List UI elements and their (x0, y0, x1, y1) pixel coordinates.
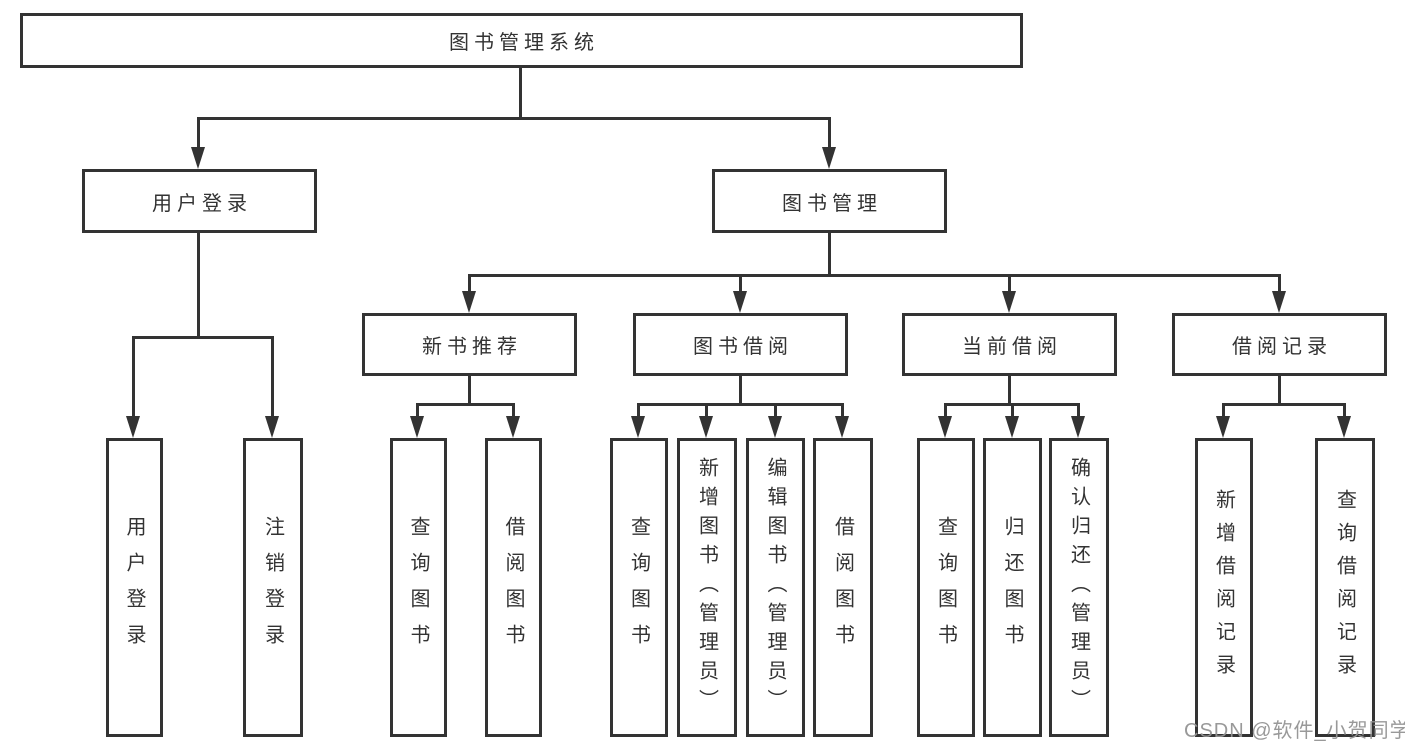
connector-branch (416, 403, 515, 406)
connector-drop (637, 403, 640, 417)
connector-stem (468, 376, 471, 406)
connector-drop (468, 274, 471, 292)
connector-drop (1278, 274, 1281, 292)
connector-drop (774, 403, 777, 417)
arrow-down-icon (506, 416, 520, 438)
arrow-down-icon (191, 147, 205, 169)
arrow-down-icon (126, 416, 140, 438)
connector-drop (132, 336, 135, 417)
arrow-down-icon (768, 416, 782, 438)
connector-drop (841, 403, 844, 417)
node-leaf-add-borrow-record: 新增借阅记录 (1195, 438, 1253, 737)
arrow-down-icon (1337, 416, 1351, 438)
connector-stem (828, 233, 831, 277)
arrow-down-icon (631, 416, 645, 438)
connector-stem (1278, 376, 1281, 406)
node-leaf-edit-books-admin: 编辑图书（管理员） (746, 438, 805, 737)
connector-drop (1222, 403, 1225, 417)
node-leaf-borrow-books: 借阅图书 (485, 438, 542, 737)
arrow-down-icon (1071, 416, 1085, 438)
arrow-down-icon (1002, 291, 1016, 313)
watermark-text: CSDN @软件_小贺同学 (1184, 720, 1405, 742)
node-leaf-add-books-admin: 新增图书（管理员） (677, 438, 737, 737)
connector-branch (197, 117, 831, 120)
connector-drop (828, 117, 831, 148)
connector-stem (197, 233, 200, 339)
arrow-down-icon (265, 416, 279, 438)
node-leaf-confirm-return-admin: 确认归还（管理员） (1049, 438, 1109, 737)
node-root: 图书管理系统 (20, 13, 1023, 68)
connector-drop (197, 117, 200, 148)
connector-drop (944, 403, 947, 417)
node-leaf-return-books: 归还图书 (983, 438, 1042, 737)
node-leaf-borrow-books-2: 借阅图书 (813, 438, 873, 737)
connector-branch (132, 336, 274, 339)
node-current-borrow: 当前借阅 (902, 313, 1117, 376)
arrow-down-icon (462, 291, 476, 313)
node-book-management: 图书管理 (712, 169, 947, 233)
connector-drop (1008, 274, 1011, 292)
connector-drop (1343, 403, 1346, 417)
node-leaf-user-login: 用户登录 (106, 438, 163, 737)
connector-drop (705, 403, 708, 417)
node-leaf-logout: 注销登录 (243, 438, 303, 737)
arrow-down-icon (822, 147, 836, 169)
arrow-down-icon (699, 416, 713, 438)
connector-drop (416, 403, 419, 417)
connector-drop (512, 403, 515, 417)
arrow-down-icon (1005, 416, 1019, 438)
arrow-down-icon (733, 291, 747, 313)
arrow-down-icon (410, 416, 424, 438)
node-leaf-query-borrow-record: 查询借阅记录 (1315, 438, 1375, 737)
connector-branch (1222, 403, 1346, 406)
node-new-book-recommend: 新书推荐 (362, 313, 577, 376)
node-leaf-query-books: 查询图书 (390, 438, 447, 737)
arrow-down-icon (1216, 416, 1230, 438)
arrow-down-icon (938, 416, 952, 438)
connector-branch (944, 403, 1080, 406)
node-leaf-query-books-3: 查询图书 (917, 438, 975, 737)
connector-drop (739, 274, 742, 292)
arrow-down-icon (835, 416, 849, 438)
node-book-borrow: 图书借阅 (633, 313, 848, 376)
connector-stem (739, 376, 742, 406)
node-leaf-query-books-2: 查询图书 (610, 438, 668, 737)
connector-root-stem (519, 68, 522, 117)
connector-branch (468, 274, 1281, 277)
connector-drop (271, 336, 274, 417)
connector-stem (1008, 376, 1011, 406)
node-borrow-records: 借阅记录 (1172, 313, 1387, 376)
connector-drop (1011, 403, 1014, 417)
arrow-down-icon (1272, 291, 1286, 313)
node-user-login: 用户登录 (82, 169, 317, 233)
connector-branch (637, 403, 844, 406)
connector-drop (1077, 403, 1080, 417)
